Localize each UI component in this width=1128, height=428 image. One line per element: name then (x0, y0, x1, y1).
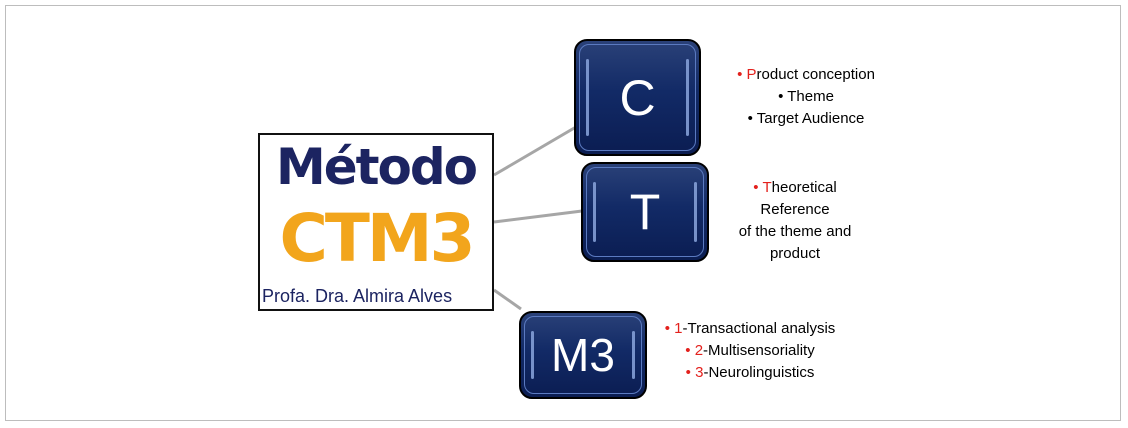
bullet-item: of the theme and (738, 223, 852, 240)
box-highlight-left (531, 331, 534, 379)
bullet-item: • 3-Neurolinguistics (685, 364, 815, 381)
box-highlight-right (686, 59, 689, 136)
connector-t (493, 209, 583, 224)
connector-m3 (493, 288, 522, 311)
bullet-item: • Theme (778, 88, 834, 105)
node-m3-box: M3 (519, 311, 647, 399)
logo-author: Profa. Dra. Almira Alves (262, 286, 453, 306)
node-m3-bullets: • 1-Transactional analysis • 2-Multisens… (660, 318, 840, 384)
logo-method-name: CTM3 (279, 200, 475, 277)
node-c-bullets: • Product conception • Theme • Target Au… (721, 64, 891, 130)
bullet-item: product (769, 245, 821, 262)
node-m3-label: M3 (551, 329, 615, 381)
node-t-box: T (581, 162, 709, 262)
diagram-frame (5, 5, 1121, 421)
box-highlight-right (694, 182, 697, 242)
bullet-item: • Target Audience (747, 110, 865, 127)
bullet-item: • Theoretical Reference (753, 179, 837, 218)
bullet-item: • Product conception (737, 66, 875, 83)
connector-c (493, 125, 577, 177)
node-t-bullets: • Theoretical Reference of the theme and… (720, 177, 870, 265)
bullet-item: • 2-Multisensoriality (685, 342, 815, 359)
box-highlight-left (593, 182, 596, 242)
node-c-label: C (619, 69, 656, 126)
box-highlight-right (632, 331, 635, 379)
bullet-item: • 1-Transactional analysis (664, 320, 836, 337)
node-t-label: T (629, 184, 661, 240)
node-c-box: C (574, 39, 701, 156)
logo-title: Método (275, 138, 478, 196)
box-highlight-left (586, 59, 589, 136)
ctm3-logo: Método CTM3 Profa. Dra. Almira Alves (258, 133, 494, 311)
